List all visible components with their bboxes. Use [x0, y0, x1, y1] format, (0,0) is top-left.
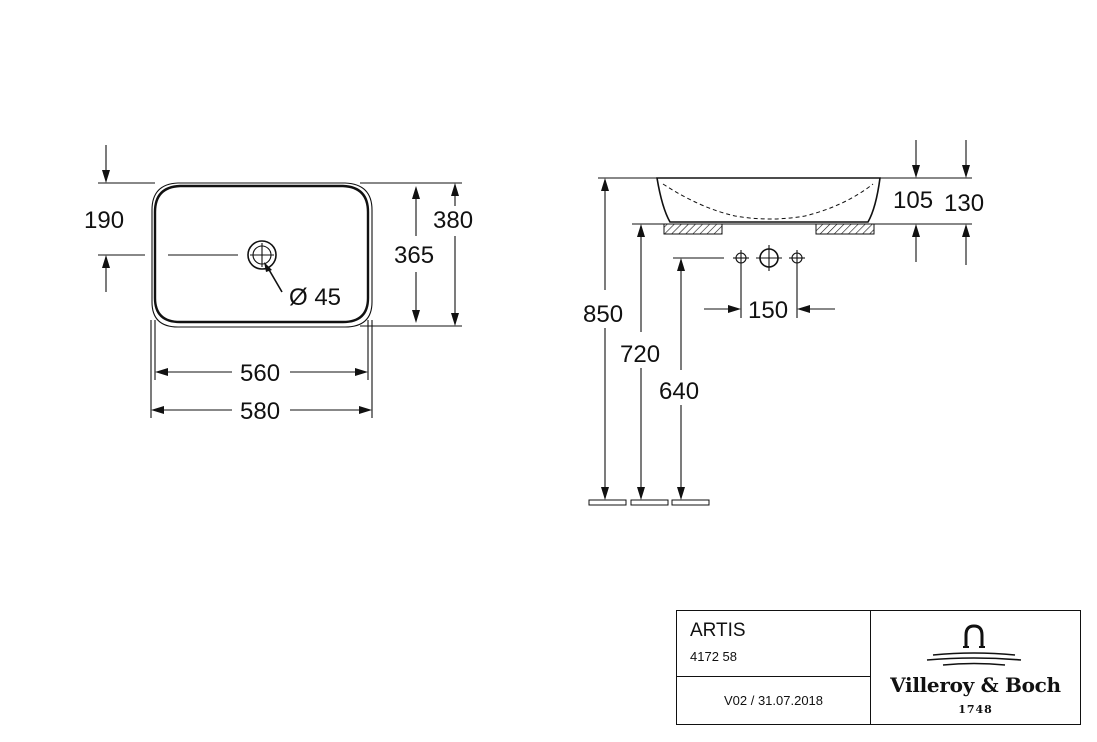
- dim-580-arrow-left: [151, 406, 164, 414]
- dim-640-label: 640: [659, 378, 699, 405]
- brand-area: Villeroy & Boch 1748: [871, 611, 1080, 724]
- tap-hole-right: [789, 250, 805, 266]
- title-block-info: ARTIS 4172 58 V02 / 31.07.2018: [677, 611, 871, 724]
- dim-365-arrow-bottom: [412, 310, 420, 323]
- counter-hatch-left: [663, 223, 723, 235]
- dim-150-arrow-right: [797, 305, 810, 313]
- dim-365-arrow-top: [412, 186, 420, 199]
- dim-850-arrow-top: [601, 178, 609, 191]
- dim-560-label: 560: [240, 360, 280, 387]
- diameter-label: Ø 45: [289, 284, 341, 311]
- basin-outer-outline: [151, 182, 373, 328]
- counter-hatch-right: [815, 223, 875, 235]
- dim-150-label: 150: [748, 297, 788, 324]
- dim-580-label: 580: [240, 398, 280, 425]
- diameter-leader: [267, 267, 283, 293]
- dim-130-label: 130: [944, 190, 984, 217]
- basin-inner-rim: [153, 184, 370, 324]
- dim-190-label: 190: [84, 207, 124, 234]
- dim-105-arrow-bottom: [912, 224, 920, 237]
- side-view: 150 105 130 850 720 640: [583, 140, 984, 506]
- dim-190-arrow-bottom: [102, 255, 110, 268]
- dim-850-arrow-bottom: [601, 487, 609, 500]
- dim-105-arrow-top: [912, 165, 920, 178]
- dim-720-label: 720: [620, 341, 660, 368]
- dim-380-arrow-bottom: [451, 313, 459, 326]
- diameter-leader-arrow: [264, 262, 272, 272]
- floor-marker-3: [671, 499, 710, 506]
- dim-150-arrow-left: [728, 305, 741, 313]
- dim-105-label: 105: [893, 187, 933, 214]
- brand-logo-icon: [926, 624, 1022, 666]
- dim-380-arrow-top: [451, 183, 459, 196]
- product-code: 4172 58: [690, 649, 737, 664]
- dim-380-label: 380: [433, 207, 473, 234]
- brand-year: 1748: [958, 703, 993, 716]
- dim-365-label: 365: [394, 242, 434, 269]
- basin-side-outline: [656, 177, 881, 223]
- dim-190-arrow-top: [102, 170, 110, 183]
- title-block-divider: [677, 676, 870, 677]
- top-view: Ø 45 190 365 380 560: [84, 145, 473, 425]
- dim-580-arrow-right: [359, 406, 372, 414]
- title-block: ARTIS 4172 58 V02 / 31.07.2018 Villeroy …: [676, 610, 1081, 725]
- dim-640-arrow-bottom: [677, 487, 685, 500]
- dim-720-arrow-bottom: [637, 487, 645, 500]
- brand-name: Villeroy & Boch: [890, 673, 1061, 697]
- floor-marker-1: [588, 499, 627, 506]
- dim-720-arrow-top: [637, 224, 645, 237]
- basin-interior-dashed: [662, 183, 874, 220]
- drawing-version: V02 / 31.07.2018: [723, 693, 824, 708]
- dim-850-label: 850: [583, 301, 623, 328]
- floor-marker-2: [630, 499, 669, 506]
- dim-130-arrow-bottom: [962, 224, 970, 237]
- tap-hole-center: [756, 245, 782, 271]
- product-name: ARTIS: [690, 620, 746, 641]
- dim-640-arrow-top: [677, 258, 685, 271]
- tap-hole-left: [733, 250, 749, 266]
- drain-outer-circle: [247, 240, 277, 270]
- dim-130-arrow-top: [962, 165, 970, 178]
- dim-560-arrow-right: [355, 368, 368, 376]
- dim-560-arrow-left: [155, 368, 168, 376]
